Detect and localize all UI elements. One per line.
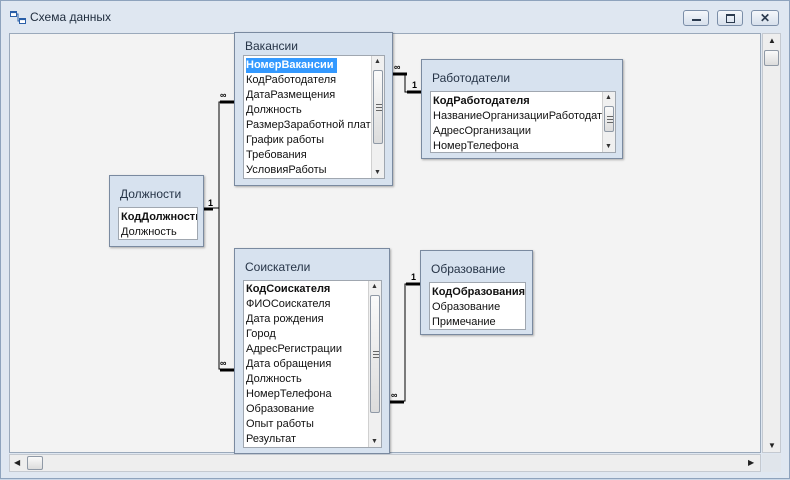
field-list[interactable]: НомерВакансии КодРаботодателя ДатаРазмещ…	[243, 55, 385, 179]
field-item[interactable]: Должность	[246, 104, 302, 116]
table-header[interactable]: Работодатели	[422, 60, 622, 85]
field-item[interactable]: Образование	[246, 403, 315, 415]
field-item[interactable]: Образование	[432, 301, 501, 313]
close-icon: ✕	[760, 11, 771, 25]
scroll-up-icon[interactable]: ▲	[768, 36, 776, 45]
field-item[interactable]: Результат	[246, 433, 297, 445]
minimize-icon	[692, 19, 701, 21]
relation-many-label: ∞	[220, 358, 227, 368]
table-header[interactable]: Должности	[110, 176, 203, 201]
table-employers[interactable]: Работодатели КодРаботодателя НазваниеОрг…	[421, 59, 623, 159]
scroll-down-icon[interactable]: ▼	[768, 441, 776, 450]
table-title: Должности	[120, 187, 182, 201]
field-list[interactable]: КодДолжности Должность	[118, 207, 198, 240]
field-item[interactable]: КодРаботодателя	[246, 74, 337, 86]
field-item[interactable]: Должность	[246, 373, 302, 385]
maximize-icon	[726, 14, 735, 23]
scroll-thumb[interactable]	[373, 70, 383, 144]
table-header[interactable]: Образование	[421, 251, 532, 276]
window-title: Схема данных	[30, 10, 112, 24]
table-title: Образование	[431, 262, 506, 276]
maximize-button[interactable]	[717, 10, 743, 26]
horizontal-scrollbar[interactable]: ◀ ▶	[9, 454, 761, 472]
field-item[interactable]: АдресРегистрации	[246, 343, 342, 355]
scroll-down-icon[interactable]: ▼	[374, 169, 381, 176]
relation-one-label: 1	[412, 80, 418, 90]
table-positions[interactable]: Должности КодДолжности Должность	[109, 175, 204, 247]
scroll-thumb[interactable]	[27, 456, 43, 470]
relation-one-label: 1	[208, 198, 214, 208]
relationships-icon	[10, 11, 26, 24]
field-item[interactable]: КодОбразования	[432, 286, 526, 298]
table-title: Соискатели	[245, 260, 311, 274]
field-item[interactable]: Должность	[121, 226, 177, 238]
scroll-left-icon[interactable]: ◀	[14, 458, 21, 467]
field-item[interactable]: Дата рождения	[246, 313, 324, 325]
vertical-scrollbar[interactable]: ▲ ▼	[762, 33, 781, 453]
field-item[interactable]: НомерВакансии	[246, 58, 338, 73]
scroll-down-icon[interactable]: ▼	[371, 438, 378, 445]
field-item[interactable]: Опыт работы	[246, 418, 314, 430]
table-education[interactable]: Образование КодОбразования Образование П…	[420, 250, 533, 335]
scroll-down-icon[interactable]: ▼	[605, 143, 612, 150]
relation-many-label: ∞	[391, 390, 398, 400]
field-item[interactable]: УсловияРаботы	[246, 164, 327, 176]
field-item[interactable]: ДатаРазмещения	[246, 89, 336, 101]
field-item[interactable]: КодРаботодателя	[433, 95, 530, 107]
table-header[interactable]: Вакансии	[235, 33, 392, 55]
field-item[interactable]: График работы	[246, 134, 324, 146]
field-list[interactable]: КодСоискателя ФИОСоискателя Дата рождени…	[243, 280, 382, 448]
table-header[interactable]: Соискатели	[235, 249, 389, 274]
field-list[interactable]: КодРаботодателя НазваниеОрганизацииРабот…	[430, 91, 616, 153]
relation-one-label: 1	[411, 272, 417, 282]
scroll-up-icon[interactable]: ▲	[374, 58, 381, 65]
scroll-up-icon[interactable]: ▲	[371, 283, 378, 290]
field-scrollbar[interactable]: ▲ ▼	[602, 92, 615, 152]
field-item[interactable]: ФИОСоискателя	[246, 298, 331, 310]
title-bar[interactable]: Схема данных ✕	[1, 1, 789, 33]
field-item[interactable]: РазмерЗаработной плат	[246, 119, 371, 131]
scroll-right-icon[interactable]: ▶	[748, 458, 755, 467]
field-item[interactable]: НазваниеОрганизацииРаботодат	[433, 110, 603, 122]
scroll-up-icon[interactable]: ▲	[605, 94, 612, 101]
field-scrollbar[interactable]: ▲ ▼	[368, 281, 381, 447]
field-item[interactable]: Дата обращения	[246, 358, 332, 370]
field-item[interactable]: Примечание	[432, 316, 496, 328]
minimize-button[interactable]	[683, 10, 709, 26]
scroll-thumb[interactable]	[604, 106, 614, 132]
relation-many-label: ∞	[394, 62, 401, 72]
field-item[interactable]: НомерТелефона	[246, 388, 332, 400]
table-title: Работодатели	[432, 71, 511, 85]
field-scrollbar[interactable]: ▲ ▼	[371, 56, 384, 178]
scroll-corner	[762, 454, 781, 472]
table-vacancies[interactable]: Вакансии НомерВакансии КодРаботодателя Д…	[234, 32, 393, 186]
relation-many-label: ∞	[220, 90, 227, 100]
table-title: Вакансии	[245, 39, 298, 53]
table-applicants[interactable]: Соискатели КодСоискателя ФИОСоискателя Д…	[234, 248, 390, 454]
field-item[interactable]: Город	[246, 328, 276, 340]
close-button[interactable]: ✕	[751, 10, 779, 26]
field-item[interactable]: КодДолжности	[121, 211, 198, 223]
field-item[interactable]: Требования	[246, 149, 307, 161]
field-item[interactable]: НомерТелефона	[433, 140, 519, 152]
scroll-thumb[interactable]	[370, 295, 380, 413]
field-item[interactable]: КодСоискателя	[246, 283, 331, 295]
field-list[interactable]: КодОбразования Образование Примечание	[429, 282, 526, 330]
field-item[interactable]: АдресОрганизации	[433, 125, 532, 137]
scroll-thumb[interactable]	[764, 50, 779, 66]
